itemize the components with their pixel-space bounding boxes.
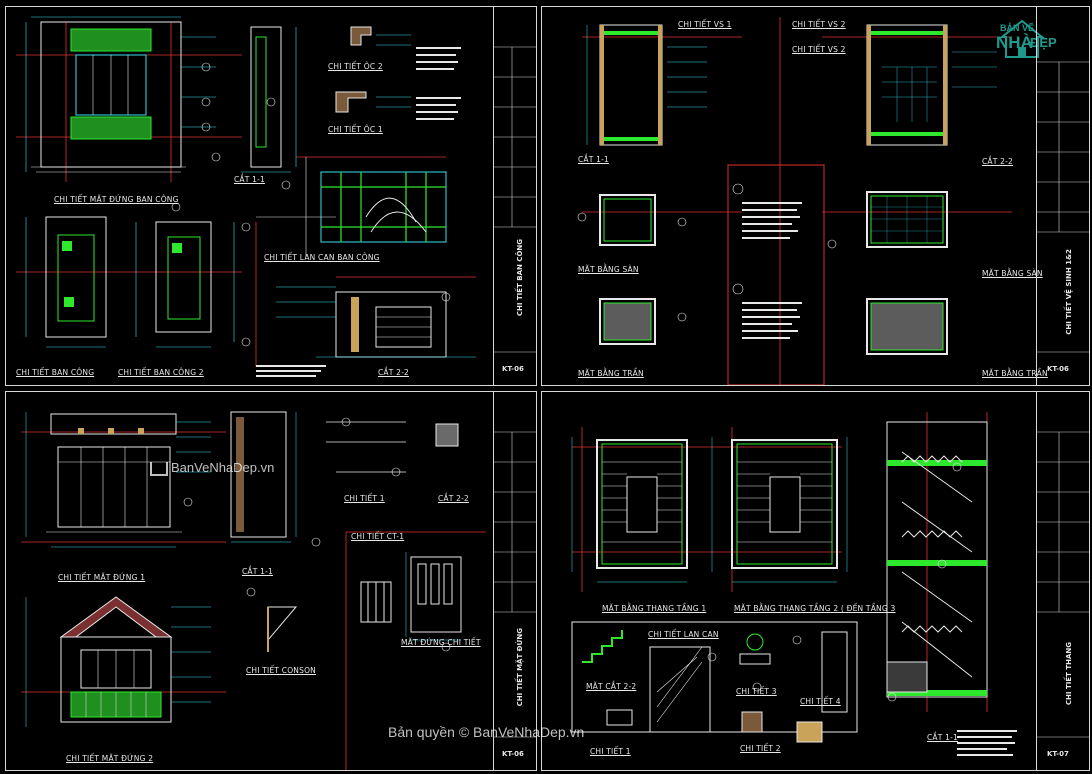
sheet-stair-details: MẶT BẰNG THANG TẦNG 1 MẶT BẰNG THANG TẦN… [541, 391, 1090, 771]
label-mb-thang-tang-1: MẶT BẰNG THANG TẦNG 1 [602, 604, 707, 613]
label-chi-tiet-4: CHI TIẾT 4 [800, 697, 841, 706]
title-block: CHI TIẾT BAN CÔNG KT-06 [493, 7, 536, 385]
watermark-bottom-text: Bản quyền © BanVeNhaDep.vn [388, 724, 585, 740]
label-chi-tiet-ban-cong-2: CHI TIẾT BAN CÔNG 2 [118, 368, 204, 377]
label-mb-tran-1: MẶT BẰNG TRẦN [578, 369, 644, 378]
sheet-number: KT-06 [1047, 365, 1069, 373]
title-block-label: CHI TIẾT BAN CÔNG [516, 239, 524, 317]
title-block: CHI TIẾT MẶT ĐỨNG KT-06 [493, 392, 536, 770]
sheet-number: KT-06 [502, 365, 524, 373]
watermark-top-text: BanVeNhaDep.vn [171, 460, 275, 475]
label-chi-tiet-1: CHI TIẾT 1 [590, 747, 631, 756]
sheet-number: KT-06 [502, 750, 524, 758]
title-block-grid [1037, 431, 1089, 738]
label-chi-tiet-oc1: CHI TIẾT ÔC 1 [328, 125, 383, 134]
label-mb-san-1: MẶT BẰNG SÀN [578, 265, 639, 274]
sheet-toilet-details: CHI TIẾT VS 1 CHI TIẾT VS 2 CHI TIẾT VS … [541, 6, 1090, 386]
label-vs2-a: CHI TIẾT VS 2 [792, 20, 846, 29]
sheet-number: KT-07 [1047, 750, 1069, 758]
label-cat-1-1: CẮT 1-1 [242, 567, 273, 576]
label-chi-tiet-2: CHI TIẾT 2 [740, 744, 781, 753]
label-mb-thang-tang-2: MẶT BẰNG THANG TẦNG 2 ( ĐẾN TẦNG 3 [734, 604, 896, 613]
facade-drawing [21, 411, 486, 770]
label-mb-tran-2: MẶT BẰNG TRẦN [982, 369, 1048, 378]
label-mat-cat-2-2: MẶT CẮT 2-2 [586, 682, 637, 691]
title-block-label: CHI TIẾT VỆ SINH 1&2 [1065, 249, 1073, 335]
house-logo-icon [999, 19, 1045, 58]
label-mat-dung-2: CHI TIẾT MẶT ĐỨNG 2 [66, 754, 154, 763]
label-cat-1-1: CẮT 1-1 [578, 155, 609, 164]
stair-drawing [571, 412, 1017, 756]
watermark-house-icon [150, 461, 168, 476]
logo-line2: NHÀ [996, 33, 1033, 52]
title-block-grid [494, 431, 536, 738]
title-block-label: CHI TIẾT THANG [1065, 642, 1073, 706]
title-block-grid [1037, 61, 1089, 353]
label-chi-tiet-1: CHI TIẾT 1 [344, 494, 385, 503]
label-cat-2-2: CẮT 2-2 [982, 157, 1013, 166]
toilet-drawing [577, 17, 1012, 385]
label-mat-dung-ban-cong: CHI TIẾT MẶT ĐỨNG BAN CÔNG [54, 195, 179, 204]
title-block-label: CHI TIẾT MẶT ĐỨNG [516, 628, 524, 707]
label-lan-can-ban-cong: CHI TIẾT LAN CAN BAN CÔNG [264, 253, 380, 262]
label-chi-tiet-ct1: CHI TIẾT CT-1 [351, 532, 405, 541]
sheet-facade-details: CHI TIẾT MẶT ĐỨNG 1 CẮT 1-1 CHI TIẾT 1 C… [5, 391, 537, 771]
label-chi-tiet-3: CHI TIẾT 3 [736, 687, 777, 696]
label-mat-dung-chi-tiet: MẶT ĐỨNG CHI TIẾT [401, 638, 481, 647]
label-vs1: CHI TIẾT VS 1 [678, 20, 732, 29]
label-chi-tiet-ban-cong: CHI TIẾT BAN CÔNG [16, 368, 95, 377]
label-chi-tiet-lan-can: CHI TIẾT LAN CAN [648, 630, 719, 639]
label-chi-tiet-oc2: CHI TIẾT ÔC 2 [328, 62, 383, 71]
title-block-grid [494, 46, 536, 353]
label-vs2-b: CHI TIẾT VS 2 [792, 45, 846, 54]
label-cat-1-1: CẮT 1-1 [927, 733, 958, 742]
label-cat-2-2: CẮT 2-2 [378, 368, 409, 377]
label-chi-tiet-conson: CHI TIẾT CONSON [246, 666, 316, 675]
watermark-top: BanVeNhaDep.vn [150, 460, 274, 476]
label-cat-1-1: CẮT 1-1 [234, 175, 265, 184]
label-cat-2-2: CẮT 2-2 [438, 494, 469, 503]
balcony-drawing [16, 16, 476, 377]
label-mat-dung-1: CHI TIẾT MẶT ĐỨNG 1 [58, 573, 146, 582]
label-mb-san-2: MẶT BẰNG SÀN [982, 269, 1043, 278]
title-block: CHI TIẾT THANG KT-07 [1036, 392, 1089, 770]
logo-line1: BẢN VẼ [1000, 23, 1035, 33]
watermark-bottom: Bản quyền © BanVeNhaDep.vn [388, 724, 584, 740]
sheet-balcony-details: CHI TIẾT MẶT ĐỨNG BAN CÔNG CHI TIẾT ÔC 2… [5, 6, 537, 386]
title-block: CHI TIẾT VỆ SINH 1&2 KT-06 [1036, 7, 1089, 385]
